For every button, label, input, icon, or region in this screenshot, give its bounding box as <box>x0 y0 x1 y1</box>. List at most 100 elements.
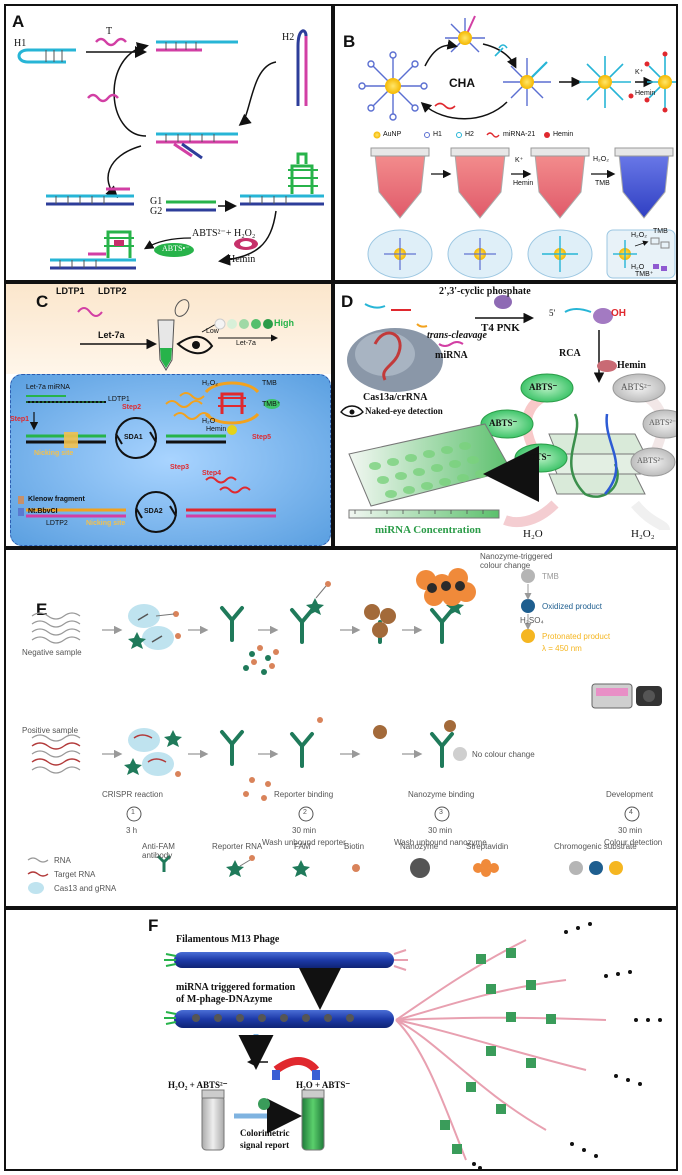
step3-num: 3 <box>439 809 443 816</box>
step3-name: Nanozyme binding <box>408 790 475 799</box>
panel-a: A <box>4 4 333 282</box>
ldtp1-box: LDTP1 <box>108 396 130 403</box>
zoom-tmbp: TMB⁺ <box>635 271 654 278</box>
legend-chromogenic: Chromogenic substrate <box>554 842 637 851</box>
step1-label: Step1 <box>10 416 30 423</box>
tmb-label: TMB <box>542 572 559 581</box>
panel-label: F <box>148 916 159 935</box>
step1-num: 1 <box>131 809 135 816</box>
low-label: Low <box>206 328 219 335</box>
zoom-h2o2: H₂O₂ <box>631 232 647 239</box>
ldtp2-box: LDTP2 <box>46 520 68 527</box>
panel-c: C <box>4 282 333 548</box>
tmb-label: TMB <box>262 380 277 387</box>
nicking-site-1: Nicking site <box>34 450 74 457</box>
oxidized-label: Oxidized product <box>542 602 603 611</box>
abts-ox: ABTS•⁻ <box>162 244 190 253</box>
panel-label: E <box>36 600 48 619</box>
let7a-scale: Let-7a <box>236 340 256 347</box>
step2-name: Reporter binding <box>274 790 334 799</box>
naked-eye-label: Naked-eye detection <box>365 406 443 416</box>
abts-left-3: ABTS⁻ <box>523 452 552 462</box>
legend-fam: FAM <box>294 842 311 851</box>
panel-a-diagram <box>17 29 324 270</box>
h2so4-label: H₂SO₄ <box>520 616 544 625</box>
panel-label: A <box>12 12 25 31</box>
no-colour-change-label: No colour change <box>472 750 535 759</box>
cha-label: CHA <box>449 76 475 90</box>
h2o2-label: H₂O₂ <box>631 528 655 540</box>
h2o-label: H₂O <box>523 528 543 540</box>
g2-label: G2 <box>150 206 163 217</box>
formation-line2: of M-phage-DNAzyme <box>176 994 273 1005</box>
panel-d-diagram <box>340 295 676 532</box>
cyclic-label: 2',3'-cyclic phosphate <box>439 286 531 297</box>
conc-label: miRNA Concentration <box>375 524 482 536</box>
h2o2-label: H₂O₂ <box>202 380 218 387</box>
panel-e-diagram <box>27 568 662 894</box>
ldtp1-top: LDTP1 <box>56 286 85 296</box>
tube-hemin-label: Hemin <box>513 180 534 187</box>
tube-tmb-label: TMB <box>595 180 610 187</box>
panel-label: C <box>36 292 49 311</box>
abts-right-3: ABTS²⁻ <box>637 456 665 465</box>
hemin-label: Hemin <box>228 254 256 265</box>
legend-nanozyme: Nanozyme <box>400 842 439 851</box>
right-equation: H₂O + ABTS⁻ <box>296 1080 351 1090</box>
trans-cleavage-label: trans-cleavage <box>427 330 487 341</box>
step3-label: Step3 <box>170 464 190 471</box>
tube-k-label: K⁺ <box>515 157 524 164</box>
abts-right-1: ABTS²⁻ <box>621 382 652 392</box>
panel-label: B <box>343 32 356 51</box>
legend-biotin: Biotin <box>344 842 365 851</box>
protonated-label: Protonated product <box>542 632 611 641</box>
ldtp2-top: LDTP2 <box>98 286 127 296</box>
rca-label: RCA <box>559 348 581 359</box>
step2-num: 2 <box>303 809 307 816</box>
legend-h1: H1 <box>433 131 442 138</box>
sda2-label: SDA2 <box>144 508 163 515</box>
cas13-label: Cas13a/crRNA <box>363 392 428 403</box>
legend-mirna21: miRNA-21 <box>503 131 536 138</box>
positive-sample-label: Positive sample <box>22 726 79 735</box>
abts-right-2: ABTS²⁻ <box>649 418 677 427</box>
h2o-label: H₂O <box>202 418 216 425</box>
legend-anti-fam: Anti-FAM antibody <box>142 842 175 860</box>
step2-label: Step2 <box>122 404 142 411</box>
panel-label: D <box>341 292 354 311</box>
high-label: High <box>274 318 294 328</box>
legend-hemin: Hemin <box>553 131 574 138</box>
legend-cas13: Cas13 and gRNA <box>54 884 117 893</box>
panel-c-diagram <box>18 299 280 533</box>
k-label: K⁺ <box>635 69 644 76</box>
oh-label: OH <box>611 308 626 319</box>
panel-b: B <box>333 4 678 282</box>
phage-label: Filamentous M13 Phage <box>176 934 280 945</box>
legend-rna: RNA <box>54 856 71 865</box>
zoom-tmb: TMB <box>653 228 668 235</box>
report-line2: signal report <box>240 1140 290 1150</box>
h1-label: H1 <box>14 38 27 49</box>
step4-label: Step4 <box>202 470 222 477</box>
klenow-label: Klenow fragment <box>28 496 85 503</box>
hemin-label: Hemin <box>635 90 656 97</box>
left-equation: H₂O₂ + ABTS²⁻ <box>168 1080 228 1090</box>
legend-h2: H2 <box>465 131 474 138</box>
legend-aunp: AuNP <box>383 131 402 138</box>
g1-label: G1 <box>150 196 163 207</box>
hemin-label: Hemin <box>617 360 646 371</box>
trigger-label: Nanozyme-triggered colour change <box>480 552 553 570</box>
formation-line1: miRNA triggered formation <box>176 982 296 993</box>
panel-e: E <box>4 548 678 908</box>
zoom-h2o: H₂O <box>631 264 645 271</box>
t-label: T <box>106 26 113 37</box>
step4-time: 30 min <box>618 826 643 835</box>
step4-note: Colour detection <box>604 838 663 847</box>
step1-time: 3 h <box>126 826 138 835</box>
step3-time: 30 min <box>428 826 453 835</box>
step4-name: Development <box>606 790 654 799</box>
t4pnk-label: T4 PNK <box>481 322 520 334</box>
legend-target-rna: Target RNA <box>54 870 96 879</box>
abts-left-2: ABTS⁻ <box>489 418 518 428</box>
negative-sample-label: Negative sample <box>22 648 82 657</box>
